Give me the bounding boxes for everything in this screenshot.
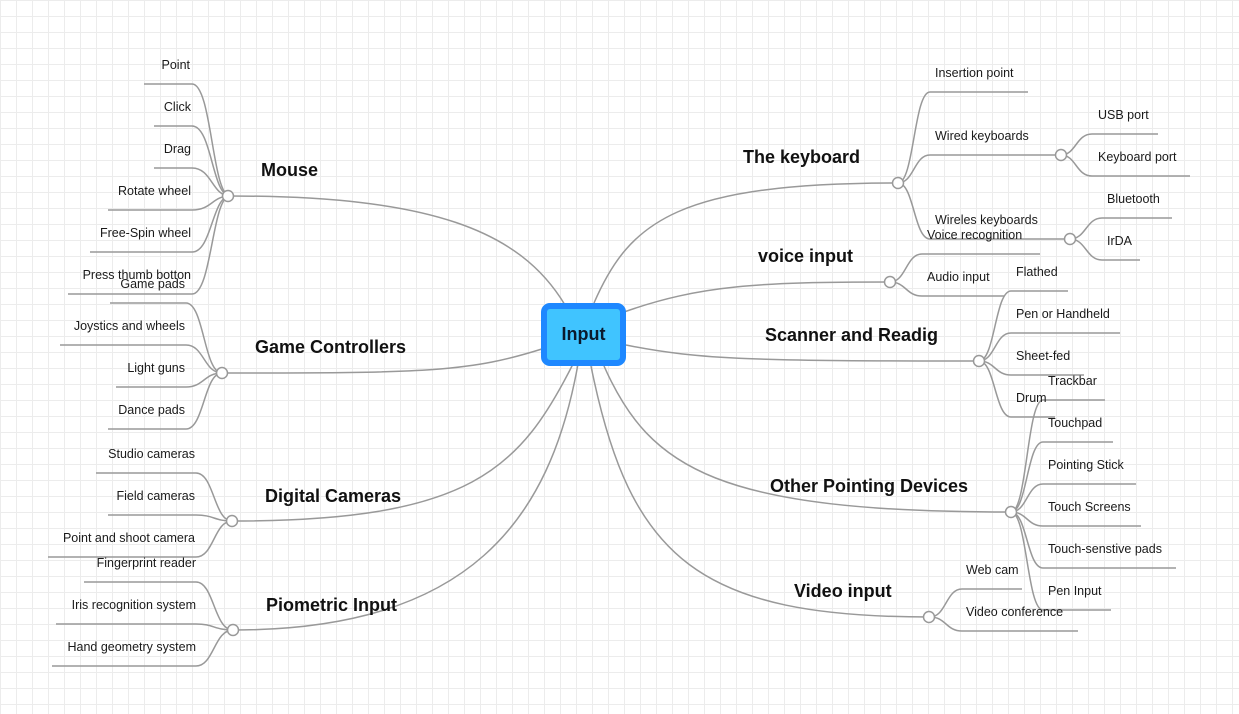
leaf-point[interactable]: Point [161,58,191,72]
leaf-insertion-point[interactable]: Insertion point [935,66,1014,80]
leaf-joystics-and-wheels[interactable]: Joystics and wheels [73,319,185,333]
junction-game [215,366,229,380]
leaf-touch-senstive-pads[interactable]: Touch-senstive pads [1048,542,1162,556]
leaf-wired-keyboards[interactable]: Wired keyboards [935,129,1029,143]
leaf-wireles-keyboards[interactable]: Wireles keyboards [935,213,1038,227]
leaf-usb-port[interactable]: USB port [1098,108,1149,122]
junction-wired [1054,148,1068,162]
leaf-free-spin-wheel[interactable]: Free-Spin wheel [99,226,191,240]
junction-mouse [221,189,235,203]
leaf-drum[interactable]: Drum [1016,391,1047,405]
leaf-pen-input[interactable]: Pen Input [1048,584,1102,598]
connector-voice [623,281,891,313]
leaf-dance-pads[interactable]: Dance pads [118,403,185,417]
junction-biometric [226,623,240,637]
junction-wireless [1063,232,1077,246]
leaf-iris-recognition-system[interactable]: Iris recognition system [71,598,196,612]
leaf-drag[interactable]: Drag [163,142,191,156]
leaf-touch-screens[interactable]: Touch Screens [1048,500,1131,514]
leaf-voice-recognition[interactable]: Voice recognition [927,228,1023,242]
junction-voice [883,275,897,289]
leaf-studio-cameras[interactable]: Studio cameras [108,447,195,461]
branch-the-keyboard[interactable]: The keyboard [743,147,861,167]
connector-keyboard [593,182,899,304]
branch-other-pointing-devices[interactable]: Other Pointing Devices [770,476,969,496]
leaf-touchpad[interactable]: Touchpad [1048,416,1103,430]
leaf-pen-or-handheld[interactable]: Pen or Handheld [1016,307,1110,321]
leaf-press-thumb-botton[interactable]: Press thumb botton [82,268,191,282]
connector-mouse [229,195,566,306]
leaf-field-cameras[interactable]: Field cameras [116,489,196,503]
leaf-hand-geometry-system[interactable]: Hand geometry system [67,640,196,654]
branch-voice-input[interactable]: voice input [758,246,854,266]
branch-video-input[interactable]: Video input [794,581,892,601]
leaf-fingerprint-reader[interactable]: Fingerprint reader [96,556,196,570]
leaf-video-conference[interactable]: Video conference [966,605,1064,619]
branch-game-controllers[interactable]: Game Controllers [255,337,407,357]
leaf-keyboard-port[interactable]: Keyboard port [1098,150,1177,164]
leaf-rotate-wheel[interactable]: Rotate wheel [118,184,191,198]
leaf-web-cam[interactable]: Web cam [966,563,1019,577]
leaf-sheet-fed[interactable]: Sheet-fed [1016,349,1071,363]
leaf-light-guns[interactable]: Light guns [127,361,185,375]
branch-mouse[interactable]: Mouse [261,160,319,180]
junction-pointing [1004,505,1018,519]
connector-scanner [625,344,980,362]
leaf-irda[interactable]: IrDA [1107,234,1132,248]
junction-video [922,610,936,624]
leaf-point-and-shoot-camera[interactable]: Point and shoot camera [62,531,195,545]
junction-cameras [225,514,239,528]
connector-video [590,365,931,618]
connector-game [221,347,546,374]
connector-pointing [603,365,1012,513]
connector-biometric [232,363,579,631]
leaf-trackbar[interactable]: Trackbar [1048,374,1097,388]
junction-scanner [972,354,986,368]
branch-digital-cameras[interactable]: Digital Cameras [265,486,402,506]
connector-cameras [231,361,575,522]
junction-keyboard [891,176,905,190]
branch-scanner-and-readig[interactable]: Scanner and Readig [765,325,939,345]
leaf-game-pads[interactable]: Game pads [120,277,185,291]
leaf-audio-input[interactable]: Audio input [927,270,990,284]
leaf-pointing-stick[interactable]: Pointing Stick [1048,458,1124,472]
leaf-click[interactable]: Click [163,100,191,114]
leaf-flathed[interactable]: Flathed [1016,265,1058,279]
center-node-input[interactable]: Input [541,303,626,366]
leaf-bluetooth[interactable]: Bluetooth [1107,192,1160,206]
branch-piometric-input[interactable]: Piometric Input [266,595,398,615]
